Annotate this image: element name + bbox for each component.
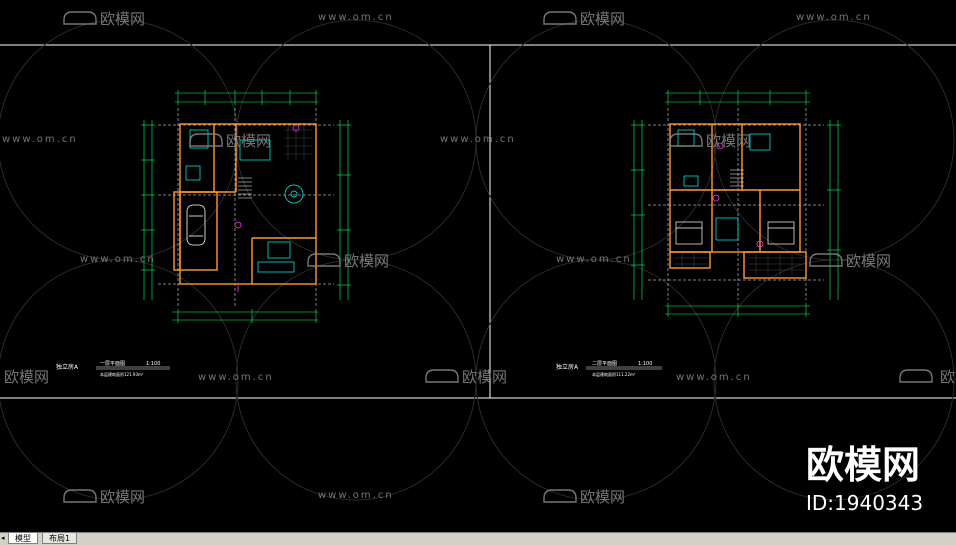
watermark-url: www.om.cn bbox=[796, 12, 872, 23]
model-id-label: ID:1940343 bbox=[806, 491, 923, 515]
watermark-brand: 欧模网 bbox=[4, 368, 49, 386]
watermark-brand: 欧模网 bbox=[580, 488, 625, 506]
dimension-ticks bbox=[631, 90, 841, 317]
dimension-lines bbox=[143, 92, 349, 321]
watermark-brand: 欧模网 bbox=[226, 132, 271, 150]
walls bbox=[173, 123, 317, 285]
watermark-url: www.om.cn bbox=[676, 372, 752, 383]
plan-2-title-block bbox=[586, 366, 662, 370]
plan-1-scale: 1:100 bbox=[146, 361, 160, 367]
tab-scroll-left-icon[interactable]: ◂ bbox=[1, 534, 5, 542]
watermark-logo-icon bbox=[63, 11, 933, 503]
plan-1-title: 一层平面图 bbox=[100, 361, 125, 367]
bed-icon bbox=[675, 221, 795, 245]
watermark-brand: 欧模网 bbox=[706, 132, 751, 150]
watermark-url: www.om.cn bbox=[318, 490, 394, 501]
cad-model-space[interactable]: 独立房A 一层平面图 1:100 本层建筑面积 121.93m² 独立房A 二层… bbox=[0, 0, 956, 532]
plan-1-area-value: 121.93m² bbox=[124, 372, 144, 377]
dimension-ticks bbox=[141, 90, 351, 323]
walls bbox=[669, 123, 807, 279]
floor-plan-2 bbox=[586, 90, 841, 370]
axis-lines bbox=[648, 108, 824, 300]
stairs bbox=[238, 177, 252, 199]
watermark-url: www.om.cn bbox=[440, 134, 516, 145]
watermark-brand: 欧模网 bbox=[580, 10, 625, 28]
car-icon bbox=[186, 204, 206, 246]
watermark-url: www.om.cn bbox=[198, 372, 274, 383]
watermark-url: www.om.cn bbox=[80, 254, 156, 265]
plan-1-title-block bbox=[96, 366, 170, 370]
plan-1-name-label: 独立房A bbox=[56, 363, 79, 371]
watermark-brand: 欧模网 bbox=[846, 252, 891, 270]
plan-2-area-label: 本层建筑面积 bbox=[592, 371, 616, 377]
watermark-brand: 欧模网 bbox=[940, 368, 956, 386]
watermark-brand: 欧模网 bbox=[344, 252, 389, 270]
annotations bbox=[712, 142, 764, 248]
furniture bbox=[185, 129, 304, 273]
stairs bbox=[730, 169, 744, 187]
watermark-brand: 欧模网 bbox=[462, 368, 507, 386]
plan-2-scale: 1:100 bbox=[638, 361, 652, 367]
brand-logo-large: 欧模网 bbox=[806, 443, 920, 487]
tab-layout-1[interactable]: 布局1 bbox=[42, 533, 78, 544]
plan-2-title: 二层平面图 bbox=[592, 361, 617, 367]
plan-1-area-label: 本层建筑面积 bbox=[100, 371, 124, 377]
plan-2-name-label: 独立房A bbox=[556, 363, 579, 371]
viewport-frame bbox=[0, 44, 956, 399]
watermark-url: www.om.cn bbox=[318, 12, 394, 23]
watermark-brand: 欧模网 bbox=[100, 10, 145, 28]
tab-model[interactable]: 模型 bbox=[8, 533, 38, 544]
layout-tab-bar: ◂ 模型 布局1 bbox=[0, 532, 956, 545]
watermark-brand: 欧模网 bbox=[100, 488, 145, 506]
floor-plan-1 bbox=[96, 90, 351, 370]
tile-pattern bbox=[674, 254, 804, 276]
dimension-lines bbox=[633, 92, 839, 315]
annotations bbox=[234, 124, 300, 292]
watermark-url: www.om.cn bbox=[556, 254, 632, 265]
tile-pattern bbox=[284, 126, 312, 160]
furniture bbox=[677, 129, 771, 241]
watermark-arcs bbox=[0, 19, 955, 501]
plan-2-area-value: 111.22m² bbox=[616, 372, 636, 377]
watermark-url: www.om.cn bbox=[2, 134, 78, 145]
